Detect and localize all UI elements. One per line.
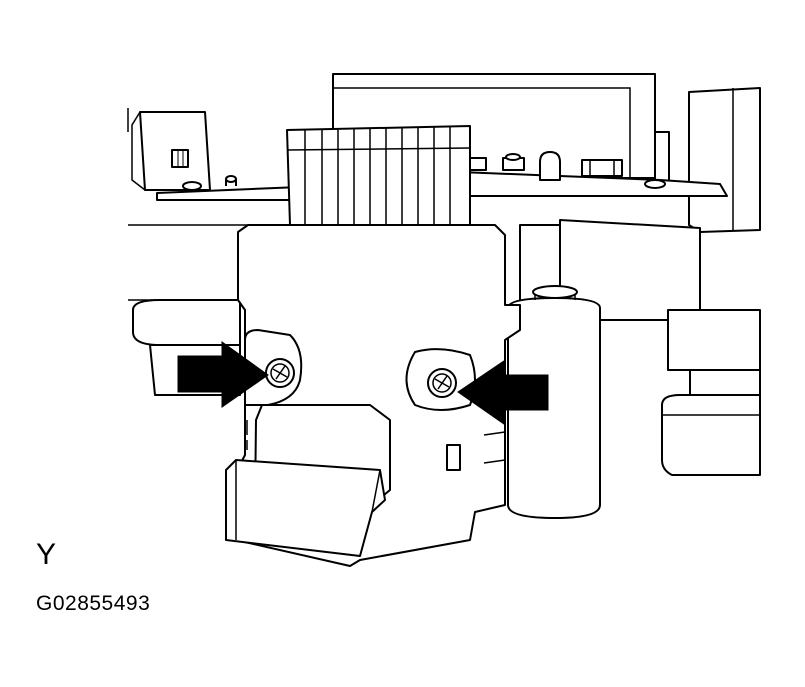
screw-left bbox=[265, 358, 295, 388]
lower-housing bbox=[128, 219, 761, 476]
arrow-left-icon bbox=[457, 360, 549, 425]
orientation-label: Y bbox=[36, 538, 57, 571]
solenoid-cylinder bbox=[507, 285, 601, 519]
ribbon-connector bbox=[286, 125, 471, 226]
figure-code: G02855493 bbox=[36, 592, 151, 615]
sensor-module-body bbox=[225, 224, 521, 567]
arrow-right-icon bbox=[177, 341, 269, 408]
screw-icon bbox=[427, 368, 457, 398]
left-bracket bbox=[127, 108, 211, 191]
